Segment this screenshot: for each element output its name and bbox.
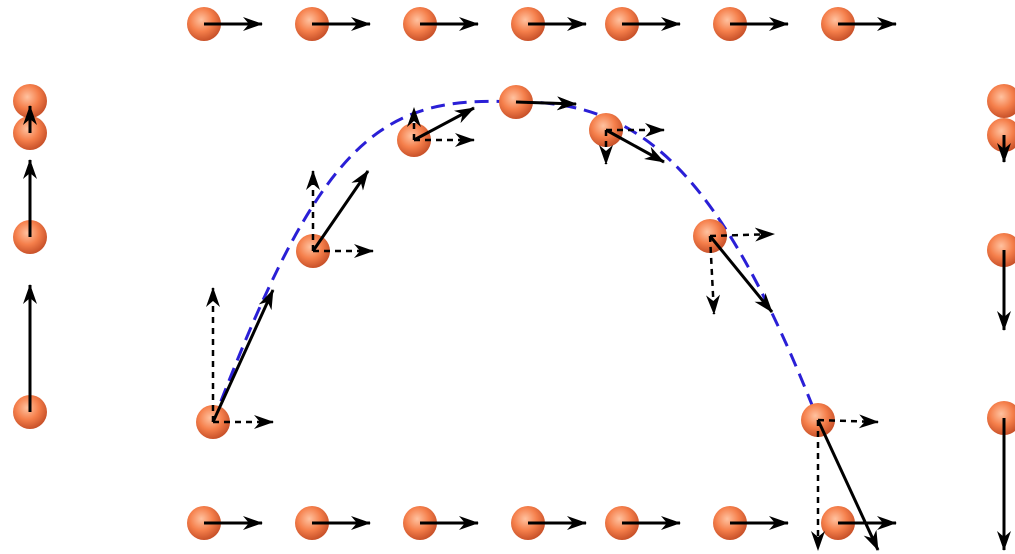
projectile-velocity-arrow — [605, 128, 665, 164]
projectile-velocity-arrow — [708, 235, 774, 313]
right-column-ball — [987, 118, 1015, 152]
projectile-velocity-arrow — [413, 106, 475, 142]
left-column-ball — [13, 84, 47, 118]
projectile-velocity-arrow — [211, 289, 275, 423]
vertical-component-arrow — [706, 235, 721, 315]
right-column-ball — [987, 84, 1015, 118]
right-column-ball — [987, 233, 1015, 267]
trajectory-curve — [211, 99, 820, 423]
projectile-velocity-arrow — [515, 96, 577, 111]
projectile-velocity-arrow — [816, 419, 880, 551]
right-column-ball — [987, 401, 1015, 435]
projectile-velocity-arrow — [311, 170, 370, 252]
